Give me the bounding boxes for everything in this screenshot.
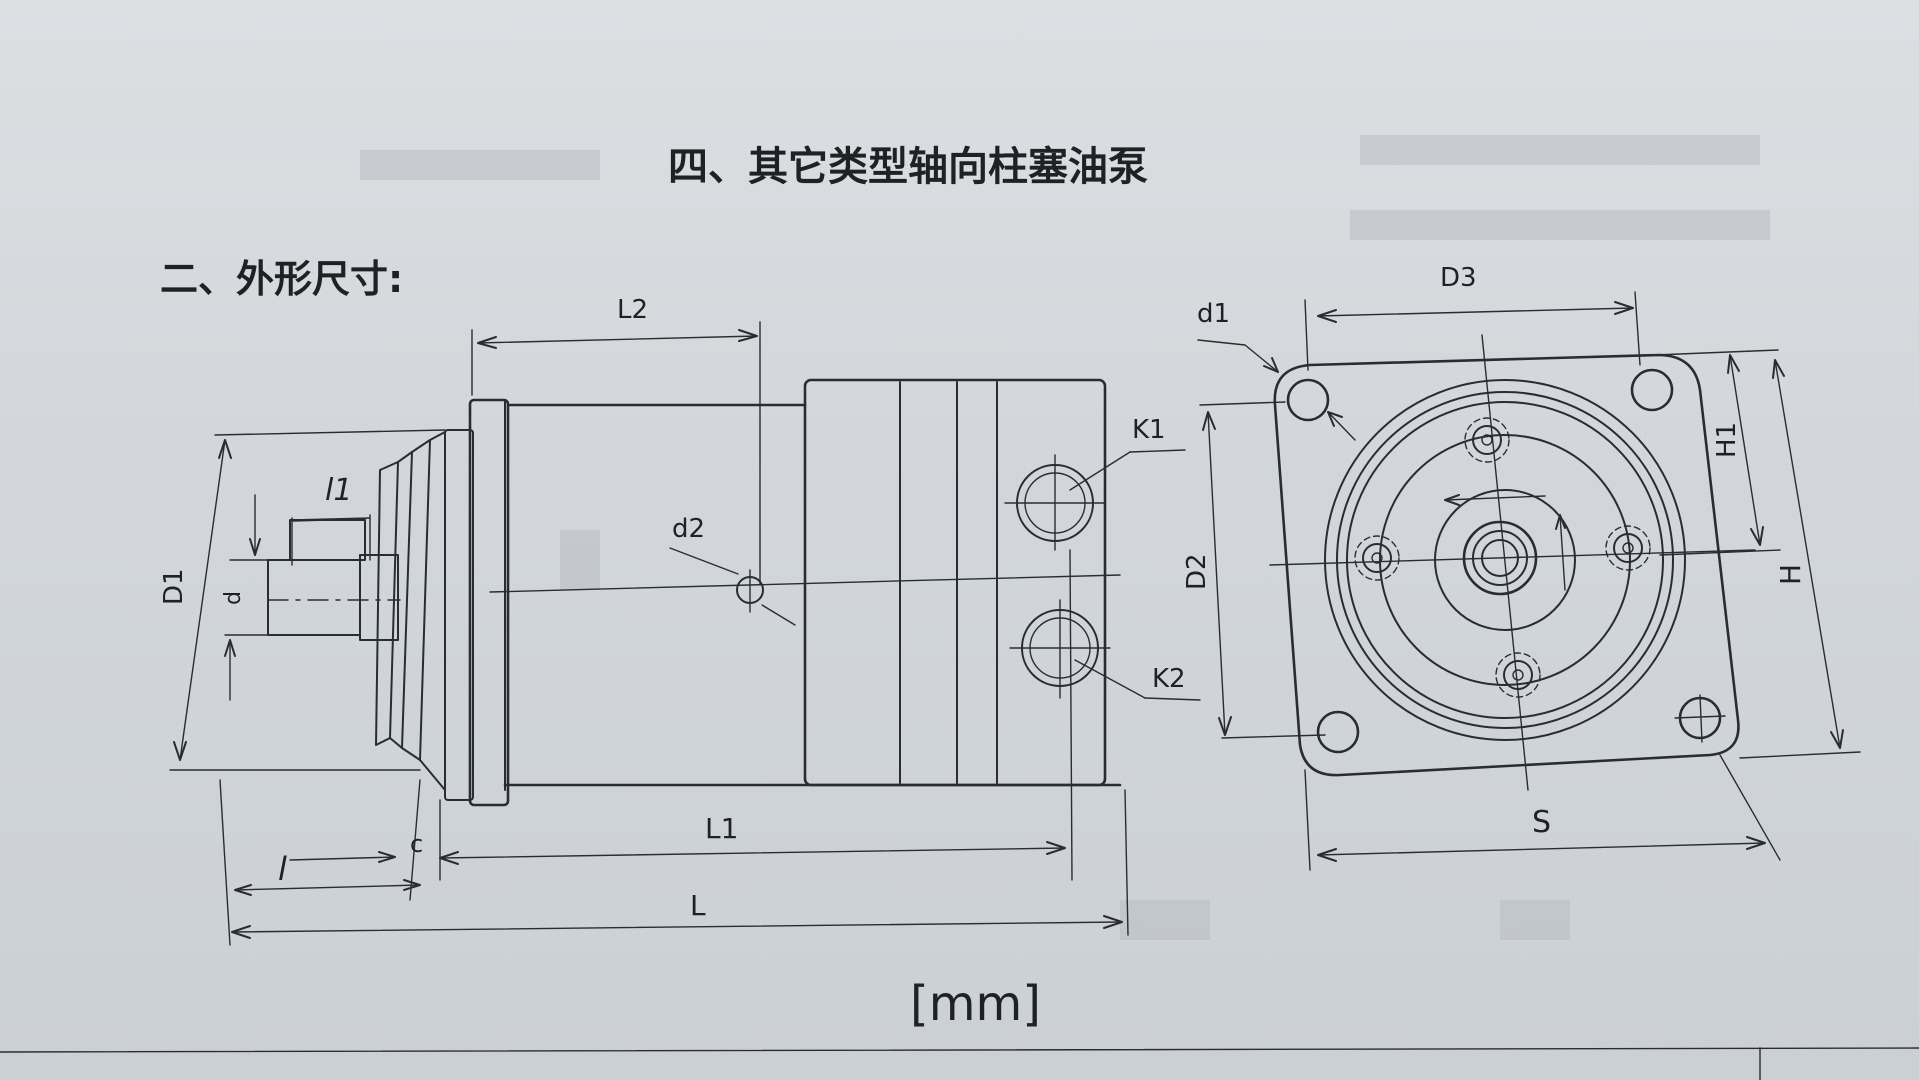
vertical-centerline [1481, 334, 1529, 791]
label-d3: D3 [1440, 263, 1477, 293]
flange-outer-circle [1324, 379, 1686, 741]
front-view: D3 d1 D2 H1 H S [1182, 263, 1861, 871]
label-l2: L2 [617, 295, 648, 325]
label-l: l [278, 850, 287, 888]
label-d2-diameter: D2 [1182, 553, 1212, 590]
bolt-hole-right [1605, 525, 1651, 571]
bolt-hole-left [1354, 535, 1400, 581]
label-k1: K1 [1132, 415, 1166, 445]
paper-bleed-through [360, 135, 1770, 940]
drive-shaft [267, 559, 361, 636]
horizontal-centerline [1269, 549, 1756, 566]
label-d1-diameter: D1 [159, 568, 189, 605]
section-heading: 二、外形尺寸: [160, 257, 403, 301]
units-label: [mm] [910, 976, 1041, 1032]
label-d2: d2 [672, 514, 705, 544]
mount-hole-bottom-left [1316, 710, 1360, 754]
mount-hole-top-left [1286, 378, 1330, 422]
mount-hole-top-right [1630, 368, 1674, 412]
label-l-total: L [690, 889, 706, 922]
label-d1-hole: d1 [1197, 299, 1230, 329]
label-l1-length: L1 [705, 812, 738, 845]
label-c: c [410, 830, 423, 858]
center-bore [1462, 520, 1538, 596]
label-d-shaft: d [221, 591, 246, 605]
port-k2 [1009, 599, 1111, 699]
label-l1: l1 [325, 473, 352, 508]
label-k2: K2 [1152, 664, 1186, 694]
mounting-flange [468, 398, 510, 807]
page-title: 四、其它类型轴向柱塞油泵 [668, 144, 1148, 190]
shaft-key [289, 519, 366, 561]
page-bottom-rule [0, 1047, 1919, 1053]
label-s: S [1532, 805, 1551, 840]
port-k1 [1004, 454, 1106, 551]
label-h: H [1774, 564, 1807, 585]
label-h1: H1 [1712, 422, 1742, 458]
side-view: L2 l1 D1 d d2 K1 K2 c l L1 L [159, 295, 1201, 946]
